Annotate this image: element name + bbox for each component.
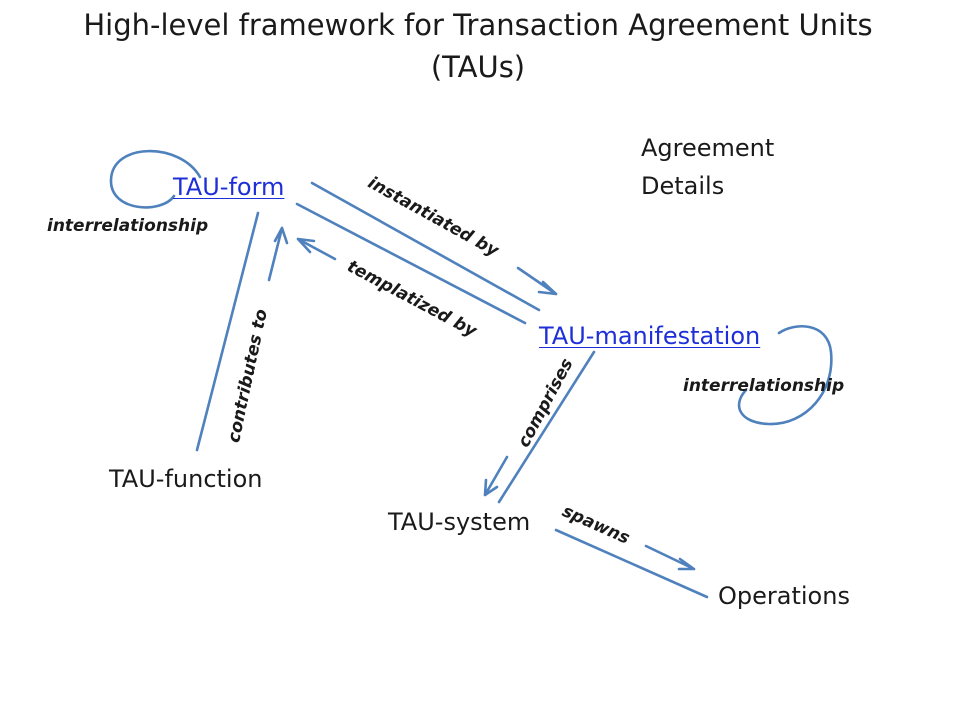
node-tau-manifestation[interactable]: TAU-manifestation (539, 322, 761, 350)
label-form-interrelationship: interrelationship (47, 216, 209, 236)
agreement-details-note: Agreement Details (641, 129, 774, 205)
arrow-templatized-by (296, 237, 337, 261)
node-operations: Operations (718, 582, 850, 610)
slide-title: High-level framework for Transaction Agr… (0, 4, 956, 88)
title-line-2: (TAUs) (430, 50, 526, 84)
edge-templatized-by (295, 202, 527, 325)
node-tau-function: TAU-function (109, 465, 263, 493)
label-manifestation-interrelationship: interrelationship (683, 376, 845, 396)
title-line-1: High-level framework for Transaction Agr… (83, 8, 873, 42)
loop-manifestation-interrelationship (737, 324, 833, 426)
arrow-instantiated-by (516, 266, 558, 296)
node-tau-form[interactable]: TAU-form (173, 173, 285, 201)
note-line-2: Details (641, 172, 725, 200)
note-line-1: Agreement (641, 134, 775, 162)
edge-instantiated-by (310, 181, 541, 312)
arrow-spawns (644, 544, 696, 571)
arrow-contributes-to (267, 226, 289, 282)
edge-contributes-to (195, 211, 260, 452)
loop-form-interrelationship (109, 149, 202, 209)
edge-spawns (554, 528, 709, 599)
edge-comprises (497, 350, 596, 504)
arrow-comprises (483, 455, 509, 497)
node-tau-system: TAU-system (388, 508, 531, 536)
